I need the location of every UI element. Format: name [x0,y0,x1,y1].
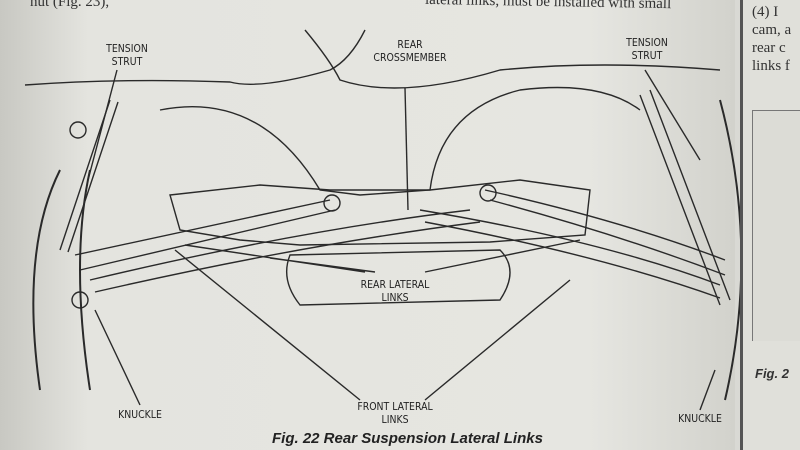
right-diagram-fragment [752,110,800,341]
label-rear-crossmember: REAR CROSSMEMBER [373,38,447,64]
tire-right [719,99,740,401]
leader-tension-left [87,69,118,181]
leader-knuckle-right [699,369,716,411]
leader-tension-right [644,69,701,161]
manual-page [0,0,735,450]
rear-lateral-link-left [74,199,336,271]
leader-crossmember [404,87,409,211]
front-lateral-link-left [89,209,481,293]
leader-rear-lateral [184,239,581,273]
right-line-4: links f [752,58,790,74]
bushing-right [479,184,497,202]
label-tension-strut-left: TENSION STRUT [106,42,148,68]
tension-strut-left [59,99,119,253]
label-knuckle-left: KNUCKLE [118,408,162,421]
knuckle-left [71,291,89,309]
label-knuckle-right: KNUCKLE [678,412,722,425]
right-fig-label: Fig. 2 [755,366,789,381]
tire-left [32,169,91,391]
front-lateral-link-right [419,209,721,299]
label-front-lateral-links: FRONT LATERAL LINKS [357,400,433,426]
label-rear-lateral-links: REAR LATERAL LINKS [360,278,430,304]
leader-front-lateral [174,249,571,401]
header-text-left: nut (Fig. 23), [30,0,110,10]
right-line-2: cam, a [752,22,792,38]
figure-caption: Fig. 22 Rear Suspension Lateral Links [272,430,543,447]
tension-strut-right [639,89,731,306]
bushing-left [323,194,341,212]
rear-lateral-link-right [484,189,726,276]
body-outline-left [24,29,366,86]
right-line-1: (4) I [752,4,779,20]
suspension-diagram [24,29,740,411]
leader-knuckle-left [94,309,141,406]
spring-mount-left [69,121,87,139]
rear-crossmember-shape [169,179,591,246]
floor-pan [159,86,641,196]
label-tension-strut-right: TENSION STRUT [626,36,668,62]
right-line-3: rear c [752,40,786,56]
body-outline-right [304,29,721,89]
muffler [286,249,511,306]
